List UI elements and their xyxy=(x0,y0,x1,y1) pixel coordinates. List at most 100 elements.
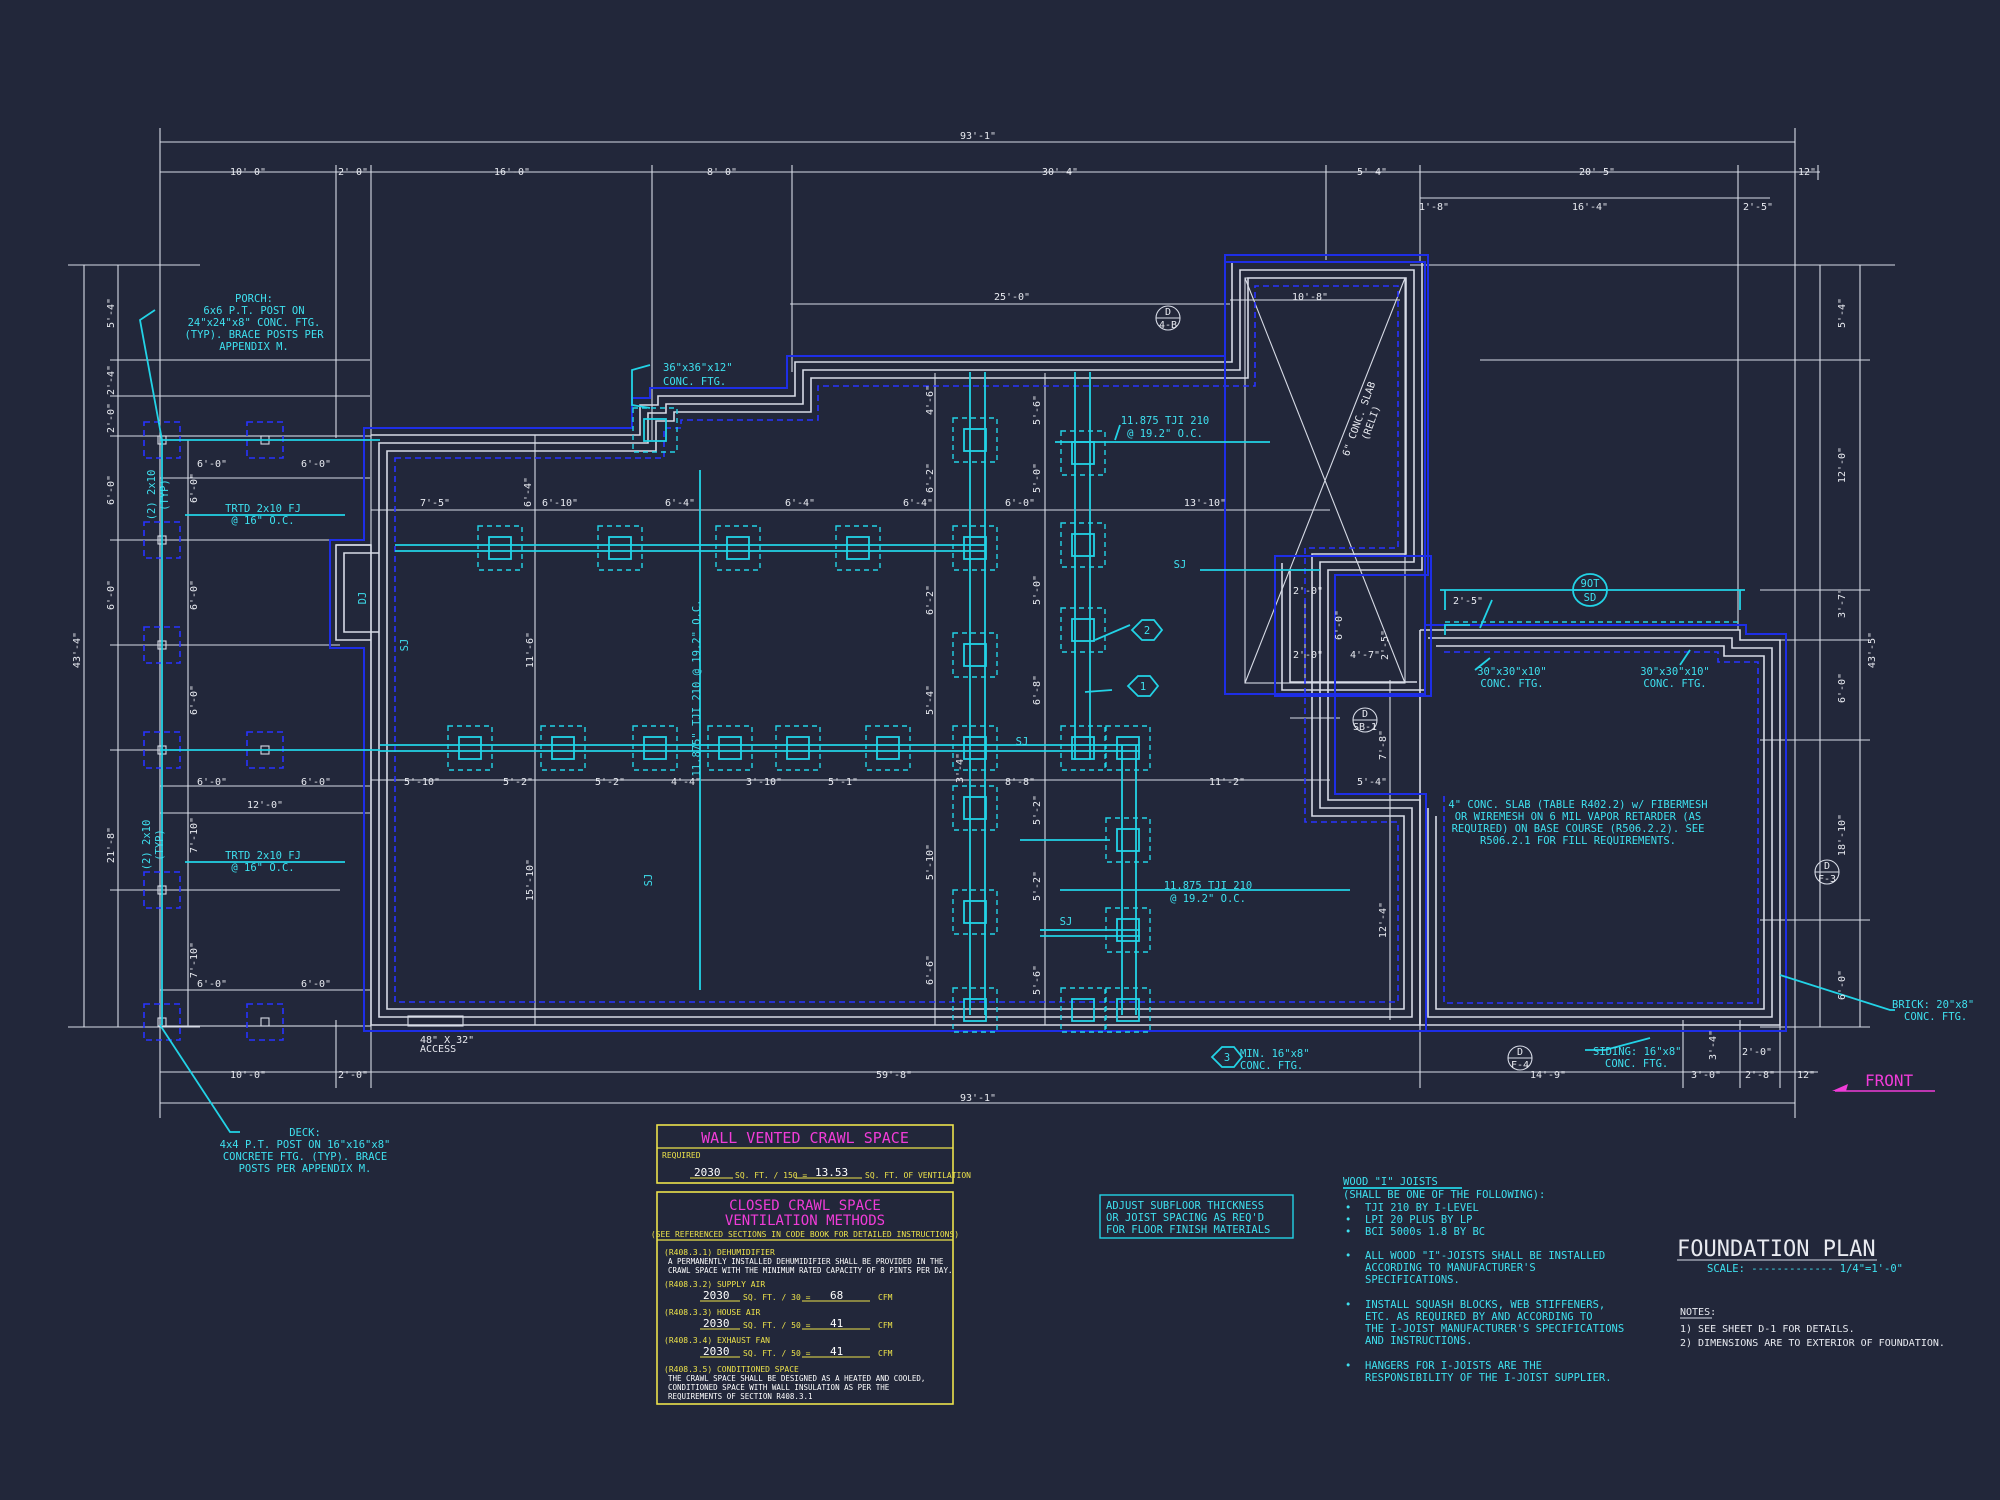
section-marker[interactable]: D F-3 xyxy=(1814,859,1840,885)
svg-text:POSTS PER APPENDIX M.: POSTS PER APPENDIX M. xyxy=(239,1163,372,1175)
svg-text:SJ: SJ xyxy=(643,874,655,887)
pier-post xyxy=(876,736,900,760)
svg-text:43'-5": 43'-5" xyxy=(1867,632,1878,668)
pier-footing xyxy=(1060,522,1106,568)
svg-text:•: • xyxy=(1345,1299,1351,1311)
svg-text:14'-9": 14'-9" xyxy=(1530,1070,1566,1081)
pier-footing xyxy=(952,987,998,1033)
svg-text:R506.2.1 FOR FILL REQUIREMENTS: R506.2.1 FOR FILL REQUIREMENTS. xyxy=(1480,835,1676,847)
pier-footing xyxy=(1105,725,1151,771)
porch-note: PORCH: xyxy=(235,293,273,305)
pier-footing xyxy=(632,407,678,453)
svg-text:30'-4": 30'-4" xyxy=(1042,167,1078,178)
page-title: FOUNDATION PLAN xyxy=(1677,1237,1876,1262)
svg-text:5'-4": 5'-4" xyxy=(106,298,117,328)
svg-text:APPENDIX M.: APPENDIX M. xyxy=(219,341,289,353)
svg-text:6'-4": 6'-4" xyxy=(785,498,815,509)
wood-joists-notes: WOOD "I" JOISTS (SHALL BE ONE OF THE FOL… xyxy=(1343,1176,1624,1384)
svg-text:(R408.3.3) HOUSE AIR: (R408.3.3) HOUSE AIR xyxy=(664,1308,761,1317)
svg-text:(R408.3.2) SUPPLY AIR: (R408.3.2) SUPPLY AIR xyxy=(664,1280,765,1289)
section-marker[interactable]: D F-4 xyxy=(1507,1045,1533,1071)
front-label: FRONT xyxy=(1865,1071,1914,1090)
footing-36-note: 36"x36"x12" xyxy=(663,362,733,374)
svg-text:5'-1": 5'-1" xyxy=(828,777,858,788)
svg-text:SQ. FT. OF VENTILATION: SQ. FT. OF VENTILATION xyxy=(865,1171,971,1180)
pier-post xyxy=(643,736,667,760)
brick-note: BRICK: 20"x8" xyxy=(1892,999,1974,1011)
svg-text:43'-4": 43'-4" xyxy=(72,632,83,668)
pier-footing xyxy=(865,725,911,771)
svg-text:CRAWL SPACE WITH THE MINIMUM R: CRAWL SPACE WITH THE MINIMUM RATED CAPAC… xyxy=(668,1266,952,1275)
section-marker[interactable]: D 4-B xyxy=(1155,305,1181,331)
pier-footing xyxy=(1060,430,1106,476)
svg-text:2'-5": 2'-5" xyxy=(1743,202,1773,213)
svg-text:1'-8": 1'-8" xyxy=(1419,202,1449,213)
svg-text:@ 19.2" O.C.: @ 19.2" O.C. xyxy=(1170,893,1246,905)
svg-text:•: • xyxy=(1345,1226,1351,1238)
svg-text:6'-0": 6'-0" xyxy=(301,459,331,470)
svg-text:•: • xyxy=(1345,1250,1351,1262)
svg-text:6'-4": 6'-4" xyxy=(523,477,534,507)
svg-text:2'-5": 2'-5" xyxy=(1380,630,1391,660)
overall-top-dim: 93'-1" xyxy=(960,131,996,142)
svg-text:SJ: SJ xyxy=(1174,559,1187,571)
trtd-top-note: TRTD 2x10 FJ xyxy=(225,503,301,515)
svg-text:2'-0": 2'-0" xyxy=(1293,650,1323,661)
svg-text:2) DIMENSIONS ARE TO EXTERIOR: 2) DIMENSIONS ARE TO EXTERIOR OF FOUNDAT… xyxy=(1680,1338,1945,1349)
svg-text:WALL VENTED CRAWL SPACE: WALL VENTED CRAWL SPACE xyxy=(701,1129,909,1147)
svg-text:•: • xyxy=(1345,1360,1351,1372)
svg-text:(TYP): (TYP) xyxy=(154,829,166,861)
svg-text:CONC. FTG.: CONC. FTG. xyxy=(1240,1060,1303,1072)
svg-text:2'-0": 2'-0" xyxy=(338,167,368,178)
svg-text:5'-2": 5'-2" xyxy=(595,777,625,788)
deck-note: DECK: xyxy=(289,1127,321,1139)
svg-text:25'-0": 25'-0" xyxy=(994,292,1030,303)
pier-footing xyxy=(447,725,493,771)
svg-text:10'-0": 10'-0" xyxy=(230,167,266,178)
svg-text:5'-0": 5'-0" xyxy=(1032,575,1043,605)
svg-text:HANGERS FOR I-JOISTS ARE THE: HANGERS FOR I-JOISTS ARE THE xyxy=(1365,1360,1542,1372)
svg-text:16'-4": 16'-4" xyxy=(1572,202,1608,213)
svg-text:SQ. FT. / 30 =: SQ. FT. / 30 = xyxy=(743,1293,811,1302)
svg-text:10'-0": 10'-0" xyxy=(230,1070,266,1081)
svg-text:(2) 2x10: (2) 2x10 xyxy=(141,820,153,871)
svg-text:SCALE: ------------- 1/4"=1'-0: SCALE: ------------- 1/4"=1'-0" xyxy=(1707,1263,1903,1275)
svg-text:ACCESS: ACCESS xyxy=(420,1044,456,1055)
svg-text:(TYP): (TYP) xyxy=(159,479,171,511)
svg-text:D: D xyxy=(1362,709,1368,720)
pier-post xyxy=(786,736,810,760)
svg-text:24"x24"x8" CONC. FTG.: 24"x24"x8" CONC. FTG. xyxy=(188,317,321,329)
svg-text:D: D xyxy=(1517,1047,1523,1058)
svg-text:41: 41 xyxy=(830,1345,843,1358)
svg-text:7'-5": 7'-5" xyxy=(420,498,450,509)
svg-text:5'-10": 5'-10" xyxy=(404,777,440,788)
footing-outline xyxy=(329,254,1787,1032)
svg-text:(R408.3.4) EXHAUST FAN: (R408.3.4) EXHAUST FAN xyxy=(664,1336,770,1345)
svg-text:6'-2": 6'-2" xyxy=(925,463,936,493)
svg-text:(R408.3.5) CONDITIONED SPACE: (R408.3.5) CONDITIONED SPACE xyxy=(664,1365,799,1374)
svg-text:(2) 2x10: (2) 2x10 xyxy=(146,470,158,521)
pier-post xyxy=(1071,533,1095,557)
pier-post xyxy=(1071,736,1095,760)
svg-text:NOTES:: NOTES: xyxy=(1680,1307,1716,1318)
pier-footing xyxy=(540,725,586,771)
svg-text:ADJUST SUBFLOOR THICKNESS: ADJUST SUBFLOOR THICKNESS xyxy=(1106,1200,1264,1212)
svg-text:6'-0": 6'-0" xyxy=(106,475,117,505)
porch-post-footing xyxy=(143,1003,181,1041)
pier-footing xyxy=(715,525,761,571)
svg-text:(SHALL BE ONE OF THE FOLLOWING: (SHALL BE ONE OF THE FOLLOWING): xyxy=(1343,1189,1545,1201)
svg-text:SB-1: SB-1 xyxy=(1353,722,1377,733)
svg-text:SD: SD xyxy=(1584,592,1597,604)
svg-text:4'-4": 4'-4" xyxy=(671,777,701,788)
svg-text:RESPONSIBILITY OF THE I-JOIST: RESPONSIBILITY OF THE I-JOIST SUPPLIER. xyxy=(1365,1372,1612,1384)
svg-text:4x4 P.T. POST ON 16"x16"x8": 4x4 P.T. POST ON 16"x16"x8" xyxy=(220,1139,391,1151)
tji-top-note: 11.875 TJI 210 xyxy=(1121,415,1210,427)
svg-text:VENTILATION METHODS: VENTILATION METHODS xyxy=(725,1213,885,1229)
svg-text:6'-6": 6'-6" xyxy=(925,955,936,985)
svg-text:OR JOIST SPACING AS REQ'D: OR JOIST SPACING AS REQ'D xyxy=(1106,1212,1264,1224)
svg-text:REQUIRED: REQUIRED xyxy=(662,1151,701,1160)
svg-text:D: D xyxy=(1165,307,1171,318)
section-marker[interactable]: D SB-1 xyxy=(1352,707,1378,733)
tji-vert-note: 11.875" TJI 210 @ 19.2" O.C. xyxy=(691,599,703,776)
svg-text:SQ. FT. / 50 =: SQ. FT. / 50 = xyxy=(743,1321,811,1330)
